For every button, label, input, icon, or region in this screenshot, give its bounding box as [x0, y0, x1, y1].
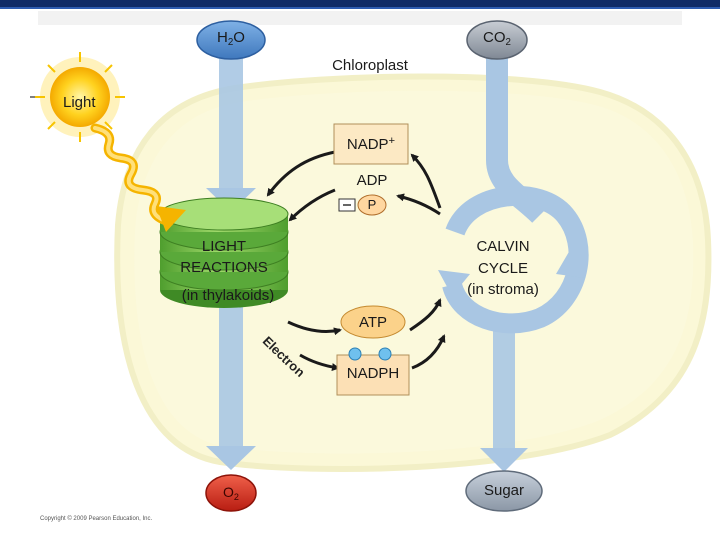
- o2-flow-arrow: [206, 300, 256, 470]
- sugar-label: Sugar: [483, 482, 525, 499]
- co2-bubble: [466, 20, 528, 60]
- nadp-label: NADP+: [346, 134, 396, 153]
- energy-cycle-arrows: [266, 150, 446, 372]
- slide-top-bar: [0, 0, 720, 25]
- light-reactions-title-1: LIGHT: [201, 238, 247, 255]
- light-reactions-title-2: REACTIONS: [180, 259, 268, 276]
- phosphate-tag: [338, 194, 387, 216]
- calvin-cycle-loop: [438, 186, 589, 334]
- light-reactions-location: (in thylakoids): [181, 287, 275, 304]
- sugar-bubble: [465, 470, 543, 512]
- chloroplast-title: Chloroplast: [332, 57, 408, 74]
- nadph-box: [336, 347, 410, 396]
- calvin-cycle-location: (in stroma): [467, 281, 539, 298]
- co2-label: CO2: [483, 29, 511, 48]
- light-label: Light: [63, 94, 96, 111]
- stroma-region: [134, 90, 694, 454]
- h2o-label: H2O: [217, 29, 245, 48]
- atp-badge: [340, 305, 406, 339]
- phosphate-label: P: [367, 197, 377, 212]
- copyright-note: Copyright © 2009 Pearson Education, Inc.: [40, 516, 153, 522]
- o2-label: O2: [223, 484, 239, 502]
- thylakoid-stack: [159, 197, 289, 308]
- o2-bubble: [205, 474, 257, 512]
- atp-label: ATP: [358, 314, 388, 331]
- sugar-flow-arrow: [480, 325, 528, 472]
- calvin-cycle-title-2: CYCLE: [477, 260, 529, 277]
- nadph-label: NADPH: [346, 365, 400, 382]
- sun-icon: [35, 52, 125, 142]
- h2o-bubble: [196, 20, 266, 60]
- calvin-cycle-title-1: CALVIN: [476, 238, 530, 255]
- light-wave-arrow: [90, 123, 186, 232]
- adp-label: ADP: [356, 172, 388, 189]
- nadp-box: [333, 123, 409, 165]
